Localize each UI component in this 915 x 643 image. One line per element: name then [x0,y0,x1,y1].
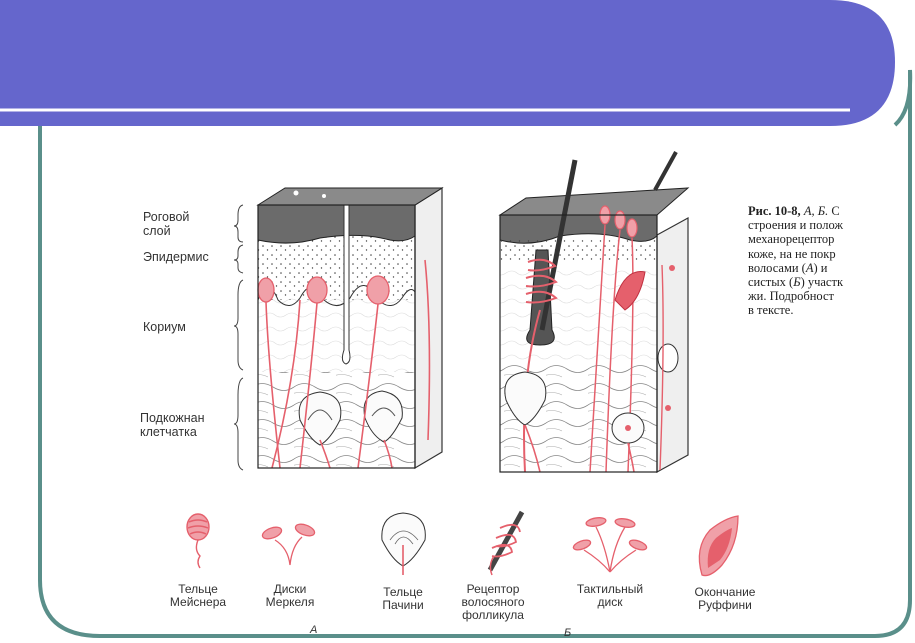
block-a-hair [341,204,351,365]
block-a-dermis [258,290,415,372]
follicle-receptor-icon [487,510,525,576]
caption-line-5: волосами (А) и [748,261,913,275]
caption-line-5-text: волосами ( [748,260,806,275]
caption-tactile-disc: Тактильный диск [560,583,660,609]
label-stratum-corneum-1: Роговой [143,210,190,224]
caption-line-6: систых (Б) участк [748,275,913,289]
caption-pacini-line2: Пачини [382,598,424,612]
block-a-pacini-corpuscles [298,390,403,446]
caption-pacini-line1: Тельце [383,585,423,599]
tactile-disc-icon [572,517,648,573]
label-stratum-corneum-2: слой [143,224,171,238]
panel-label-a: А [310,624,318,636]
caption-follicle-receptor: Рецептор волосяного фолликула [448,583,538,622]
caption-ruffini-line1: Окончание [694,585,756,599]
caption-meissner-line2: Мейснера [169,595,227,609]
label-hypodermis-1: Подкожнан [140,411,205,425]
block-b-ruffini-ending [614,271,646,311]
block-a-outline [257,204,416,469]
caption-line-7: жи. Подробност [748,289,834,304]
caption-meissner: Тельце Мейснера [158,583,238,609]
label-epidermis: Эпидермис [143,250,209,264]
caption-follicle-line3: фолликула [462,608,524,622]
block-b-nerve-fibers [524,424,635,473]
caption-merkel-line2: Меркеля [265,595,315,609]
block-b-hair-follicle [526,249,555,346]
label-hypodermis-2: клетчатка [140,425,197,439]
block-b-outline [499,214,658,473]
caption-line-6-italic: Б [793,275,801,290]
block-a-stratum-corneum [257,204,416,244]
caption-panels: А, Б. [803,204,829,218]
caption-follicle-line2: волосяного [461,595,525,609]
block-b-hair-2 [653,151,678,191]
caption-line-3: механорецептор [748,232,835,247]
frame-border [38,69,913,638]
figure-caption: Рис. 10-8, А, Б. С строения и полож меха… [748,204,913,318]
caption-merkel-line1: Диски [273,582,307,596]
block-a-papillae-line [257,285,416,306]
block-a-nerve-fibers [265,259,431,469]
label-dermis: Кориум [143,320,186,334]
block-a-pore [293,190,299,196]
caption-line-6-text: систых ( [748,275,794,290]
caption-fig-number: Рис. 10-8, [748,204,801,218]
block-a-pore [322,194,326,198]
caption-line-5-italic: А [805,260,814,275]
caption-tactile-line2: диск [597,595,623,609]
caption-line-2: строения и полож [748,218,844,233]
block-b-tactile-disc [589,205,638,473]
caption-line-1-tail: С [831,204,840,218]
ruffini-icon [698,515,739,577]
block-b-pacini-core [625,425,631,431]
panel-label-b: Б [564,627,572,639]
caption-ruffini-line2: Руффини [698,598,752,612]
block-a-hairy-skin [256,186,444,470]
caption-line-6-tail: ) участк [800,275,844,290]
caption-line-4: коже, на не покр [748,246,836,261]
layer-braces [233,204,244,471]
caption-line-5-tail: ) и [813,260,828,275]
meissner-icon [186,513,210,569]
caption-ruffini: Окончание Руффини [680,586,770,612]
caption-merkel: Диски Меркеля [250,583,330,609]
block-b-glabrous-skin [498,151,690,474]
caption-meissner-line1: Тельце [178,582,218,596]
caption-tactile-line1: Тактильный [576,582,644,596]
merkel-icon [261,523,316,566]
caption-follicle-line1: Рецептор [466,582,520,596]
caption-pacini: Тельце Пачини [363,586,443,612]
block-b-side-structures [657,264,679,471]
pacini-icon [381,512,426,575]
caption-line-8: в тексте. [748,303,794,318]
header-band [0,0,895,126]
caption-line-1: Рис. 10-8, А, Б. С [748,204,913,218]
